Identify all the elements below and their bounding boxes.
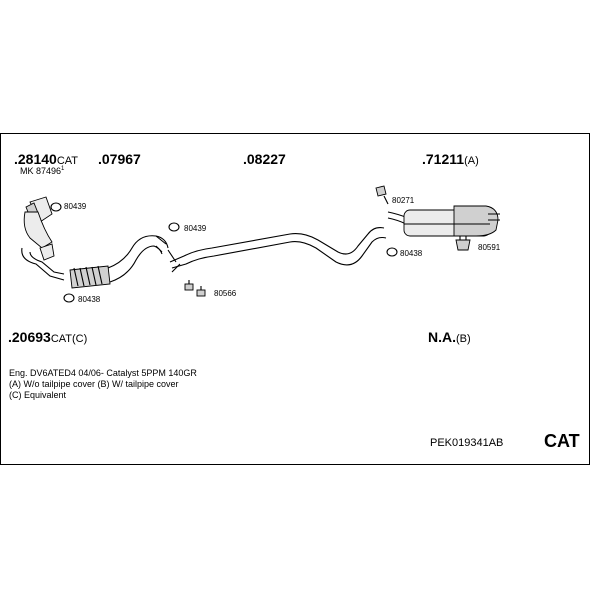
intermediate-pipe-drawing xyxy=(167,227,387,273)
catalytic-converter-drawing xyxy=(21,196,65,281)
vehicle-info: Eng. DV6ATED4 04/06- Catalyst 5PPM 140GR… xyxy=(9,368,197,401)
part-08227: .08227 xyxy=(243,151,286,167)
bracket-80566-drawing xyxy=(184,280,206,297)
mk-reference: MK 874961 xyxy=(20,166,65,176)
info-line-engine: Eng. DV6ATED4 04/06- Catalyst 5PPM 140GR xyxy=(9,368,197,378)
part-na: N.A.(B) xyxy=(428,329,471,345)
part-20693: .20693CAT(C) xyxy=(8,329,88,345)
label-80591: 80591 xyxy=(478,243,501,252)
clamp-80439-b-drawing xyxy=(168,222,180,232)
info-line-equivalent: (C) Equivalent xyxy=(9,390,67,400)
hanger-80591-drawing xyxy=(455,236,471,251)
front-pipe-drawing xyxy=(69,235,169,289)
info-line-options: (A) W/o tailpipe cover (B) W/ tailpipe c… xyxy=(9,379,179,389)
label-80566: 80566 xyxy=(214,289,237,298)
part-07967: .07967 xyxy=(98,151,141,167)
kit-code: PEK019341AB xyxy=(430,437,504,449)
cat-badge: CAT xyxy=(544,431,580,451)
part-71211: .71211(A) xyxy=(422,151,479,167)
clamp-80438-b-drawing xyxy=(386,247,398,257)
label-80439-b: 80439 xyxy=(184,224,207,233)
label-80439-a: 80439 xyxy=(64,202,87,211)
label-80438-a: 80438 xyxy=(78,295,101,304)
label-80438-b: 80438 xyxy=(400,249,423,258)
rear-silencer-drawing xyxy=(387,205,500,237)
hanger-80271-drawing xyxy=(375,185,389,205)
part-28140: .28140CAT xyxy=(14,151,79,167)
clamp-80438-a-drawing xyxy=(63,293,75,303)
label-80271: 80271 xyxy=(392,196,415,205)
diagram-frame xyxy=(0,133,590,465)
clamp-80439-a-drawing xyxy=(50,202,62,212)
